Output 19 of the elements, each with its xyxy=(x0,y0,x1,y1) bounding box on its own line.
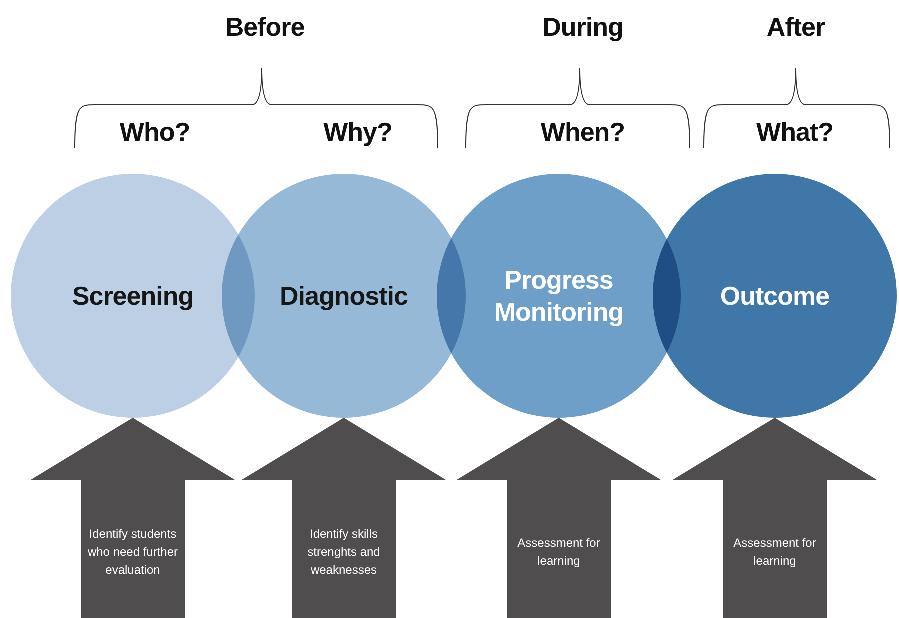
arrow-label: Assessment for learning xyxy=(732,535,818,570)
arrow-label: Identify students who need further evaluation xyxy=(86,526,180,579)
phase-heading: During xyxy=(542,12,624,43)
arrow-label: Identify skills strenghts and weaknesses xyxy=(306,526,382,579)
arrow-label: Assessment for learning xyxy=(516,535,602,570)
block-arrow xyxy=(242,418,446,618)
question-heading: Why? xyxy=(324,117,392,148)
circle-title: Diagnostic xyxy=(279,280,409,312)
phase-heading: Before xyxy=(225,12,305,43)
circle-title: Progress Monitoring xyxy=(493,264,625,328)
block-arrow xyxy=(457,418,661,618)
circle-title: Screening xyxy=(71,280,195,312)
block-arrow xyxy=(31,418,235,618)
phase-heading: After xyxy=(766,12,826,43)
circle-title: Outcome xyxy=(719,280,831,312)
block-arrow xyxy=(673,418,877,618)
question-heading: What? xyxy=(756,117,834,148)
question-heading: When? xyxy=(540,117,626,148)
question-heading: Who? xyxy=(120,117,190,148)
